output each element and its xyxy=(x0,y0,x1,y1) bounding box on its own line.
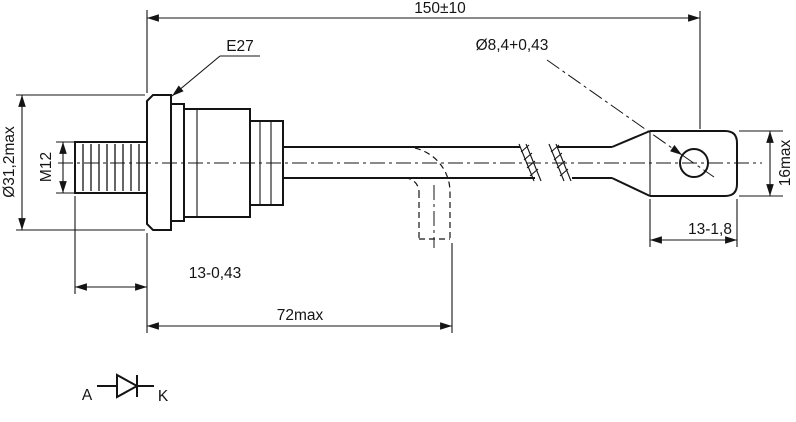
stud-length-label: 13-0,43 xyxy=(189,265,242,282)
terminal-lug xyxy=(611,130,738,197)
diode-schematic-symbol: A K xyxy=(82,373,169,405)
bend-reach-label: 72max xyxy=(277,307,324,324)
dim-thread: M12 xyxy=(38,141,75,194)
bent-lead-phantom xyxy=(404,146,451,248)
break-symbol xyxy=(518,143,572,182)
case-body xyxy=(170,103,284,222)
lug-length-label: 13-1,8 xyxy=(688,221,732,238)
dim-stud-length: 13-0,43 xyxy=(74,196,242,294)
flexible-lead xyxy=(283,146,612,179)
overall-length-label: 150±10 xyxy=(414,0,466,17)
callout-case-marking: E27 xyxy=(171,38,260,97)
cathode-label: K xyxy=(158,388,169,405)
diode-triangle-icon xyxy=(116,373,140,399)
diode-outline xyxy=(74,94,738,231)
dim-lug-length: 13-1,8 xyxy=(649,199,738,247)
dim-overall-length: 150±10 xyxy=(146,0,701,129)
stud-thread xyxy=(74,141,148,194)
lug-height-label: 16max xyxy=(777,139,794,186)
dim-lug-height: 16max xyxy=(739,130,794,197)
mounting-flange xyxy=(146,94,172,231)
case-marking-label: E27 xyxy=(226,38,254,55)
callout-hole-diameter: Ø8,4+0,43 xyxy=(476,37,715,178)
dim-bend-reach: 72max xyxy=(146,233,453,333)
dim-flange-diameter: Ø31,2max xyxy=(1,94,145,231)
anode-label: A xyxy=(82,387,93,404)
thread-label: M12 xyxy=(38,152,55,182)
flange-diameter-label: Ø31,2max xyxy=(1,126,18,198)
lug-hole xyxy=(679,148,709,178)
hole-diameter-label: Ø8,4+0,43 xyxy=(476,37,549,54)
